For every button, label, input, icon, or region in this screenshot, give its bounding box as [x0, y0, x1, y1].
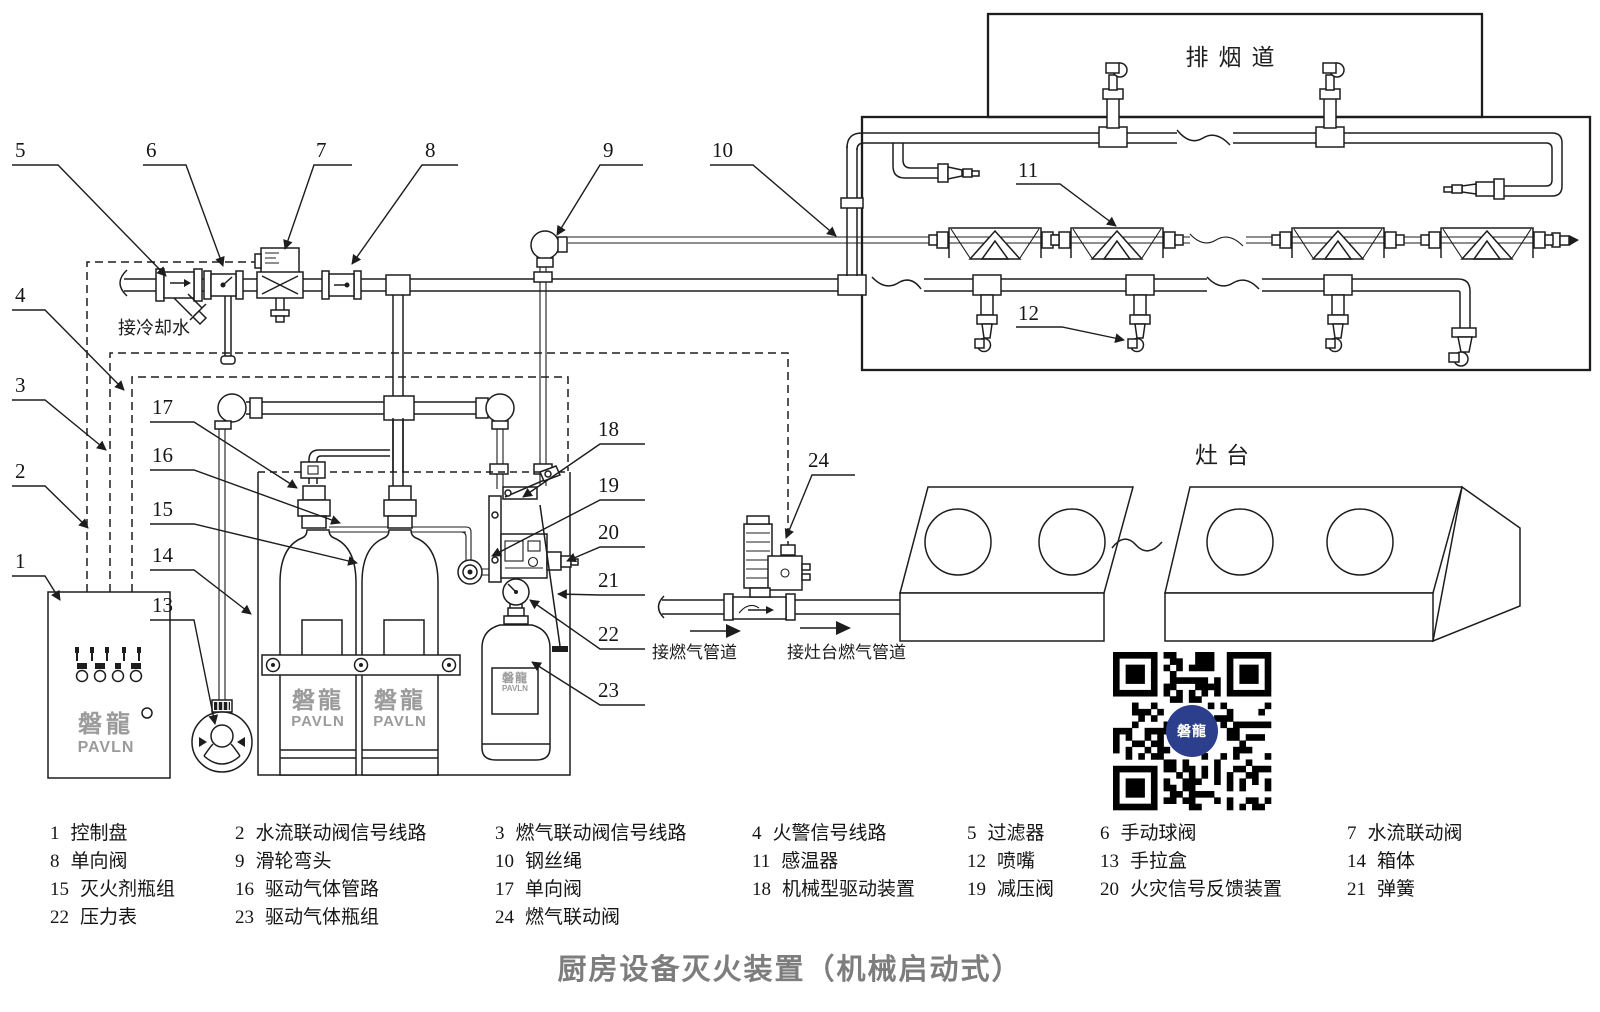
- wire-rope-and-detectors: [530, 227, 1579, 486]
- manual-pull-box: [191, 699, 253, 773]
- signal-lines-dashed: [86, 261, 796, 592]
- stove-label: 灶台: [1195, 443, 1257, 468]
- brand-cn: 磐龍: [374, 687, 426, 713]
- stove-units: [899, 485, 1521, 643]
- callout-number-21: 21: [598, 568, 619, 592]
- water-supply-pipeline: [119, 269, 867, 472]
- control-panel: [47, 591, 171, 779]
- cooling-water-label: 接冷却水: [118, 318, 190, 338]
- callout-number-8: 8: [425, 138, 436, 162]
- mechanical-drive-device: [488, 465, 579, 652]
- brand-cn: 磐龍: [78, 711, 134, 738]
- callout-number-22: 22: [598, 622, 619, 646]
- brand-logo-panel: 磐龍 PAVLN: [50, 711, 162, 757]
- brand-cn: 磐龍: [501, 671, 528, 685]
- water-line-valves: [155, 247, 362, 365]
- callout-number-15: 15: [152, 497, 173, 521]
- agent-cylinders: [261, 418, 498, 776]
- smoke-duct-label: 排烟道: [1185, 45, 1285, 70]
- brand-logo-cylinder-right: 磐龍 PAVLN: [365, 687, 435, 731]
- callout-number-17: 17: [152, 395, 173, 419]
- callout-number-14: 14: [152, 543, 173, 567]
- stove-gas-pipe-label: 接灶台燃气管道: [787, 643, 906, 662]
- qr-center-logo: 磐龍: [1166, 705, 1218, 757]
- brand-en: PAVLN: [502, 684, 528, 694]
- callout-number-6: 6: [146, 138, 157, 162]
- brand-en: PAVLN: [373, 712, 427, 730]
- page-title: 厨房设备灭火装置（机械启动式）: [557, 954, 1023, 986]
- gas-pipeline-and-valve: [657, 515, 900, 638]
- callout-number-5: 5: [15, 138, 26, 162]
- rope-conduit: [214, 393, 515, 710]
- callout-number-3: 3: [15, 373, 26, 397]
- brand-en: PAVLN: [291, 712, 345, 730]
- drive-gas-bottle: [481, 607, 551, 761]
- callout-number-11: 11: [1018, 158, 1039, 182]
- callout-number-4: 4: [15, 283, 26, 307]
- brand-logo-cylinder-left: 磐龍 PAVLN: [283, 687, 353, 731]
- callout-number-20: 20: [598, 520, 619, 544]
- callout-number-7: 7: [316, 138, 327, 162]
- brand-cn: 磐龍: [292, 687, 344, 713]
- qr-code: [1113, 652, 1272, 811]
- callout-leader-lines: [12, 164, 1125, 725]
- callout-number-23: 23: [598, 678, 619, 702]
- callout-number-9: 9: [603, 138, 614, 162]
- gas-pipe-label: 接燃气管道: [652, 643, 737, 662]
- callout-number-24: 24: [808, 448, 829, 472]
- callout-number-10: 10: [712, 138, 733, 162]
- brand-logo-bottle: 磐龍 PAVLN: [492, 671, 538, 694]
- duct-piping: [840, 62, 1563, 367]
- callout-number-19: 19: [598, 473, 619, 497]
- callout-number-18: 18: [598, 417, 619, 441]
- callout-number-1: 1: [15, 549, 26, 573]
- brand-en: PAVLN: [77, 738, 135, 756]
- callout-number-12: 12: [1018, 301, 1039, 325]
- callout-number-2: 2: [15, 459, 26, 483]
- callout-number-13: 13: [152, 593, 173, 617]
- callout-number-16: 16: [152, 443, 173, 467]
